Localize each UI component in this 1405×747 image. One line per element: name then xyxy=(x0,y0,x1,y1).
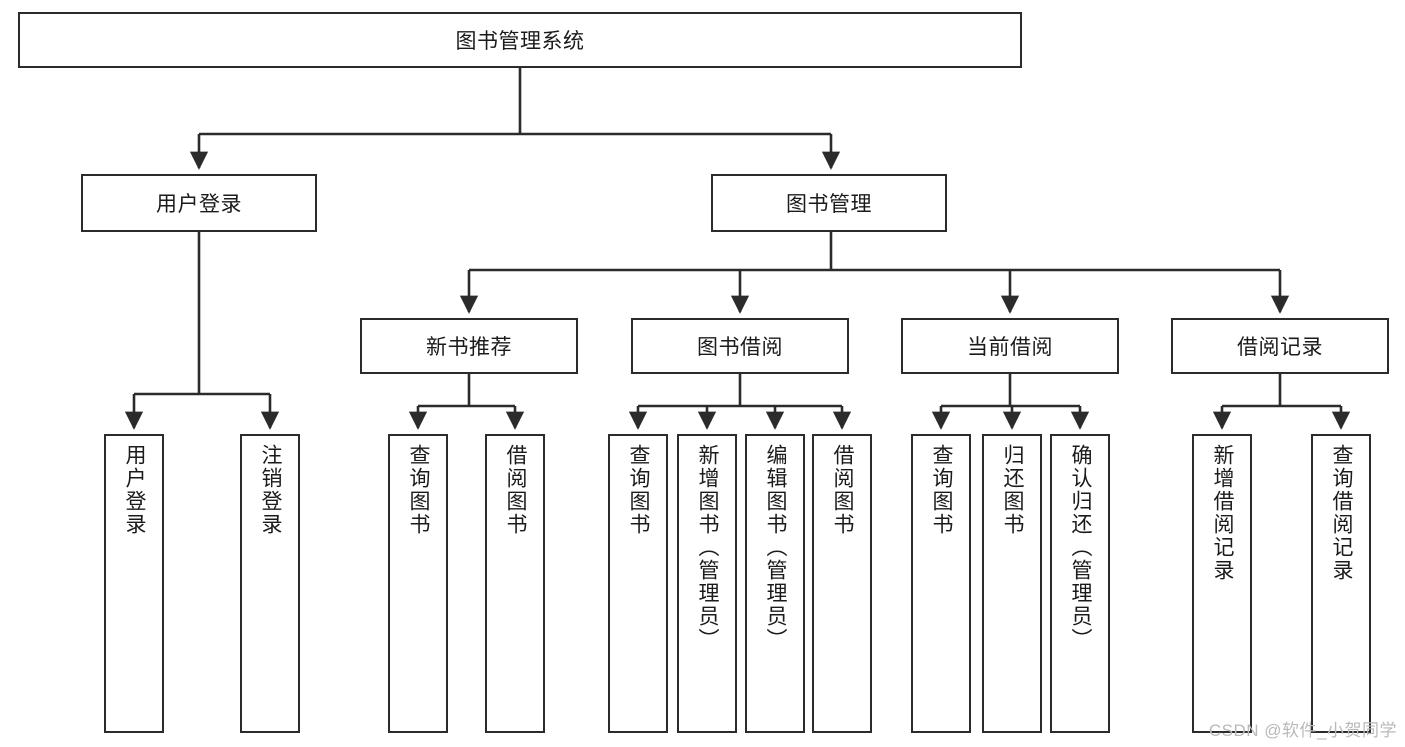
leaf-confirm-return-admin-label: 确认归还（管理员） xyxy=(1069,444,1093,651)
node-root[interactable]: 图书管理系统 xyxy=(18,12,1022,68)
node-root-label: 图书管理系统 xyxy=(455,30,585,53)
leaf-query-book-borrow-label: 查询图书 xyxy=(627,444,651,536)
node-current-borrow[interactable]: 当前借阅 xyxy=(901,318,1119,374)
node-current-borrow-label: 当前借阅 xyxy=(967,336,1053,359)
leaf-add-book-admin-label: 新增图书（管理员） xyxy=(696,444,720,651)
watermark: CSDN @软件_小贺同学 xyxy=(1208,721,1397,740)
node-user-login[interactable]: 用户登录 xyxy=(81,174,317,232)
leaf-user-login-label: 用户登录 xyxy=(123,444,147,536)
leaf-add-borrow-record[interactable]: 新增借阅记录 xyxy=(1192,434,1252,733)
leaf-return-book-label: 归还图书 xyxy=(1001,444,1025,536)
leaf-logout[interactable]: 注销登录 xyxy=(240,434,300,733)
node-book-management-label: 图书管理 xyxy=(786,193,872,216)
node-user-login-label: 用户登录 xyxy=(156,193,242,216)
node-borrow-record[interactable]: 借阅记录 xyxy=(1171,318,1389,374)
leaf-logout-label: 注销登录 xyxy=(259,444,283,536)
leaf-borrow-book-newbook[interactable]: 借阅图书 xyxy=(485,434,545,733)
leaf-add-borrow-record-label: 新增借阅记录 xyxy=(1211,444,1235,582)
leaf-query-book-borrow[interactable]: 查询图书 xyxy=(608,434,668,733)
leaf-query-borrow-record[interactable]: 查询借阅记录 xyxy=(1311,434,1371,733)
node-new-book-recommend[interactable]: 新书推荐 xyxy=(360,318,578,374)
leaf-edit-book-admin[interactable]: 编辑图书（管理员） xyxy=(745,434,805,733)
node-book-borrow-label: 图书借阅 xyxy=(697,336,783,359)
node-book-management[interactable]: 图书管理 xyxy=(711,174,947,232)
node-book-borrow[interactable]: 图书借阅 xyxy=(631,318,849,374)
leaf-query-book-current-label: 查询图书 xyxy=(930,444,954,536)
leaf-query-book-newbook-label: 查询图书 xyxy=(407,444,431,536)
leaf-borrow-book-newbook-label: 借阅图书 xyxy=(504,444,528,536)
leaf-query-borrow-record-label: 查询借阅记录 xyxy=(1330,444,1354,582)
leaf-borrow-book-label: 借阅图书 xyxy=(831,444,855,536)
node-new-book-recommend-label: 新书推荐 xyxy=(426,336,512,359)
leaf-user-login[interactable]: 用户登录 xyxy=(104,434,164,733)
leaf-query-book-current[interactable]: 查询图书 xyxy=(911,434,971,733)
leaf-return-book[interactable]: 归还图书 xyxy=(982,434,1042,733)
leaf-confirm-return-admin[interactable]: 确认归还（管理员） xyxy=(1050,434,1110,733)
leaf-edit-book-admin-label: 编辑图书（管理员） xyxy=(764,444,788,651)
node-borrow-record-label: 借阅记录 xyxy=(1237,336,1323,359)
leaf-query-book-newbook[interactable]: 查询图书 xyxy=(388,434,448,733)
leaf-add-book-admin[interactable]: 新增图书（管理员） xyxy=(677,434,737,733)
leaf-borrow-book[interactable]: 借阅图书 xyxy=(812,434,872,733)
